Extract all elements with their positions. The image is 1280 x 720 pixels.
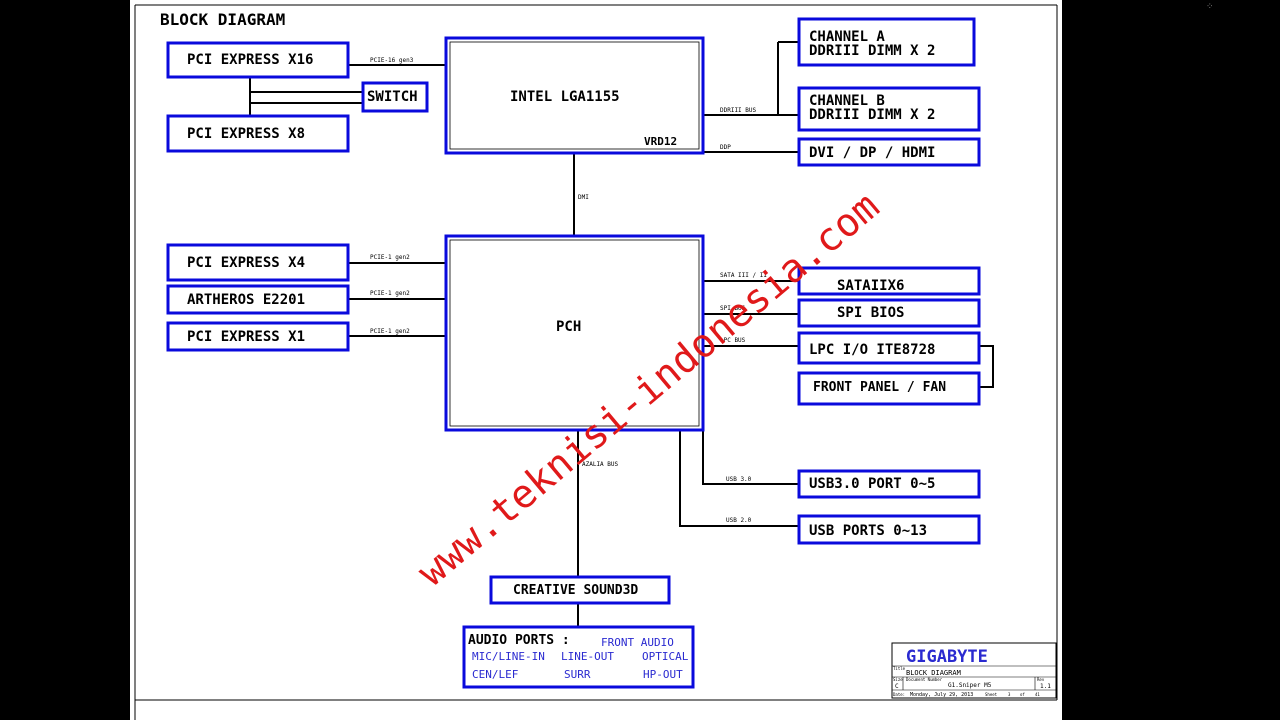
artheros-box: [166, 284, 350, 315]
tb-of-label: of: [1020, 692, 1025, 697]
audio-lineout: LINE-OUT: [561, 650, 614, 663]
tb-rev: 1.1: [1040, 683, 1051, 690]
bus-label-spi: SPI BUS: [720, 305, 746, 312]
tb-title: BLOCK DIAGRAM: [906, 669, 961, 677]
vrd-label: VRD12: [644, 135, 677, 148]
audio-front: FRONT AUDIO: [601, 636, 674, 649]
bus-label-pcie16: PCIE-16 gen3: [370, 57, 414, 64]
pcie-x1-label: PCI EXPRESS X1: [187, 329, 305, 345]
bus-label-pcie1-a: PCIE-1 gen2: [370, 254, 410, 261]
bus-label-lpc: LPC BUS: [720, 337, 746, 344]
tb-sheet-label: Sheet: [985, 692, 998, 697]
cpu-box: [444, 36, 705, 155]
bus-labels: PCIE-16 gen3 DDRIII BUS DDP DMI PCIE-1 g…: [370, 57, 767, 524]
tb-title-label: Title: [893, 666, 906, 671]
channel-b-box: [797, 86, 981, 132]
usb3-box: [797, 469, 981, 499]
bus-label-pcie1-c: PCIE-1 gen2: [370, 328, 410, 335]
bus-label-ddr: DDRIII BUS: [720, 107, 757, 114]
title-block: GIGABYTE Title BLOCK DIAGRAM Size C Docu…: [891, 642, 1057, 699]
tb-date: Monday, July 29, 2013: [910, 692, 973, 698]
pcie-x4-box: [166, 243, 350, 282]
bus-label-usb3: USB 3.0: [726, 476, 752, 483]
sata-label: SATAIIX6: [837, 278, 904, 294]
dvi-label: DVI / DP / HDMI: [809, 145, 935, 161]
connection-lines: [249, 41, 994, 627]
tb-rev-label: Rev: [1037, 677, 1045, 682]
component-boxes: [166, 17, 981, 689]
lpc-box: [797, 331, 981, 365]
channel-b-label-1: CHANNEL B: [809, 93, 885, 109]
audio-port-labels: FRONT AUDIO MIC/LINE-IN LINE-OUT OPTICAL…: [472, 636, 689, 681]
audio-surr: SURR: [564, 668, 591, 681]
pcie-x4-label: PCI EXPRESS X4: [187, 255, 305, 271]
diagram-title: BLOCK DIAGRAM: [160, 10, 285, 29]
front-panel-label: FRONT PANEL / FAN: [813, 380, 946, 395]
pcie-x16-label: PCI EXPRESS X16: [187, 52, 313, 68]
bus-label-pcie1-b: PCIE-1 gen2: [370, 290, 410, 297]
tb-sheet: 3: [1008, 692, 1011, 697]
spi-box: [797, 298, 981, 328]
corner-mark: ⁘: [1206, 2, 1214, 12]
pcie-x16-box: [166, 41, 350, 79]
pch-box: [444, 234, 705, 432]
channel-a-box: [797, 17, 976, 67]
channel-a-label-2: DDRIII DIMM X 2: [809, 43, 935, 59]
spi-label: SPI BIOS: [837, 305, 904, 321]
artheros-label: ARTHEROS E2201: [187, 292, 305, 308]
lpc-label: LPC I/O ITE8728: [809, 342, 935, 358]
bus-label-azalia: AZALIA BUS: [582, 461, 619, 468]
tb-docnum: G1.Sniper M5: [948, 682, 992, 689]
pcie-x1-box: [166, 321, 350, 352]
channel-a-label-1: CHANNEL A: [809, 29, 885, 45]
audio-cen: CEN/LEF: [472, 668, 518, 681]
tb-docnum-label: Document Number: [906, 677, 943, 682]
gigabyte-logo: GIGABYTE: [906, 647, 988, 667]
tb-of: 41: [1035, 692, 1040, 697]
inner-borders: [449, 41, 700, 427]
usb2-label: USB PORTS 0~13: [809, 523, 927, 539]
bus-label-ddp: DDP: [720, 144, 731, 151]
pch-label: PCH: [556, 319, 581, 335]
usb3-label: USB3.0 PORT 0~5: [809, 476, 935, 492]
cpu-label: INTEL LGA1155: [510, 89, 620, 105]
audio-optical: OPTICAL: [642, 650, 689, 663]
switch-box: [361, 81, 429, 113]
sound-box: [489, 575, 671, 605]
bus-label-usb2: USB 2.0: [726, 517, 752, 524]
sound-label: CREATIVE SOUND3D: [513, 583, 638, 598]
sata-box: [797, 266, 981, 296]
channel-b-label-2: DDRIII DIMM X 2: [809, 107, 935, 123]
pcie-x8-label: PCI EXPRESS X8: [187, 126, 305, 142]
tb-size: C: [895, 683, 899, 690]
pcie-x8-box: [166, 114, 350, 153]
tb-date-label: Date:: [893, 692, 905, 697]
usb2-box: [797, 514, 981, 545]
audio-ports-box: [462, 625, 695, 689]
switch-label: SWITCH: [367, 89, 418, 105]
dvi-box: [797, 137, 981, 167]
bus-label-sata: SATA III / II: [720, 272, 767, 279]
box-labels: PCI EXPRESS X16 SWITCH PCI EXPRESS X8 IN…: [187, 29, 946, 648]
sheet-frame: [134, 4, 1058, 720]
tb-size-label: Size: [893, 677, 903, 682]
audio-title: AUDIO PORTS :: [468, 633, 570, 648]
bus-label-dmi: DMI: [578, 194, 589, 201]
front-panel-box: [797, 371, 981, 406]
audio-hp: HP-OUT: [643, 668, 683, 681]
audio-mic: MIC/LINE-IN: [472, 650, 545, 663]
